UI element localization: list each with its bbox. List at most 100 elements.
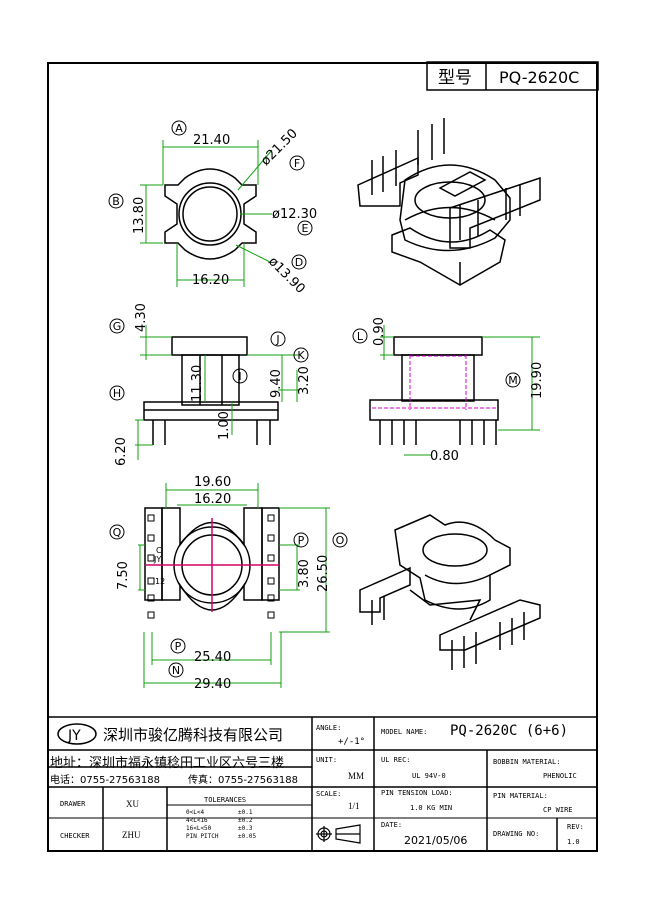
- model-name-label: MODEL NAME:: [381, 728, 428, 736]
- tol-val-3: ±0.05: [238, 833, 257, 840]
- unit-label: UNIT:: [316, 756, 338, 764]
- letter-n: N: [172, 664, 180, 677]
- drawer-label: DRAWER: [60, 800, 86, 808]
- checker-value: ZHU: [122, 830, 141, 840]
- letter-p: P: [298, 534, 305, 547]
- letter-b: B: [112, 195, 120, 208]
- dim-c: 16.20: [192, 273, 229, 288]
- letter-h: H: [113, 387, 121, 400]
- letter-e: E: [302, 222, 309, 235]
- dim-e: ø12.30: [272, 207, 317, 222]
- letter-j: J: [275, 333, 279, 346]
- iso-view-bottom: [359, 514, 541, 670]
- angle-label: ANGLE:: [316, 724, 342, 732]
- front-view-labels: 0.90 19.90 0.80: [372, 317, 545, 464]
- tol-val-0: ±0.1: [238, 809, 253, 816]
- dim-l: 0.90: [372, 317, 387, 346]
- model-name-value: PQ-2620C (6+6): [450, 723, 569, 739]
- dim-n: 29.40: [194, 677, 231, 692]
- drawing-no-label: DRAWING NO:: [493, 830, 540, 838]
- company-name: 深圳市骏亿腾科技有限公司: [103, 726, 284, 744]
- drawer-value: XU: [126, 799, 139, 809]
- tol-row-0: 0<L<4: [186, 809, 205, 816]
- dim-m: 19.90: [530, 362, 545, 399]
- rev-value: 1.0: [567, 838, 580, 846]
- header-box: 型号 PQ-2620C: [426, 61, 599, 91]
- top-view-letters: A B D E F: [108, 120, 313, 270]
- ul-label: UL REC:: [381, 756, 411, 764]
- letter-g: G: [113, 320, 122, 333]
- letter-o: O: [336, 534, 345, 547]
- tol-row-3: PIN PITCH: [186, 833, 219, 840]
- dim-bot: 1.00: [217, 411, 232, 440]
- letter-p-bottom: P: [175, 640, 182, 653]
- letter-k: K: [297, 349, 305, 362]
- dim-h: 6.20: [114, 437, 129, 466]
- dim-j: 9.40: [269, 369, 284, 398]
- bottom-view: [138, 483, 330, 688]
- scale-label: SCALE:: [316, 790, 342, 798]
- checker-label: CHECKER: [60, 832, 90, 840]
- letter-q: Q: [113, 526, 122, 539]
- top-view-labels: 21.40 13.80 16.20 ø12.30 ø21.50 ø13.90: [132, 126, 317, 296]
- dim-a: 21.40: [193, 133, 230, 148]
- header-type-label: 型号: [438, 68, 472, 88]
- front-view: [369, 325, 540, 456]
- iso-view-top: [357, 118, 541, 286]
- letter-l: L: [357, 330, 364, 343]
- bobbin-label: BOBBIN MATERIAL:: [493, 758, 561, 766]
- tol-row-1: 4<L<16: [186, 817, 208, 824]
- bobbin-value: PHENOLIC: [543, 772, 577, 780]
- titleblock-grid: [47, 716, 598, 852]
- bottom-view-labels: 19.60 16.20 7.50 3.80 26.50 25.40 29.40 …: [116, 475, 331, 692]
- letter-a: A: [175, 122, 183, 135]
- dim-top1: 19.60: [194, 475, 231, 490]
- side-view-labels: 4.30 11.30 9.40 3.20 6.20 1.00: [114, 303, 312, 466]
- dim-top2: 16.20: [194, 492, 231, 507]
- dim-p: 3.80: [297, 559, 312, 588]
- dim-i: 11.30: [190, 365, 205, 402]
- date-label: DATE:: [381, 821, 403, 829]
- pin-tension-value: 1.0 KG MIN: [410, 804, 453, 812]
- dim-k: 3.20: [297, 366, 312, 395]
- letter-f: F: [294, 157, 300, 170]
- letter-i: I: [238, 370, 241, 383]
- tol-val-2: ±0.3: [238, 825, 253, 832]
- tolerances-label: TOLERANCES: [204, 796, 247, 804]
- dim-g: 4.30: [134, 303, 149, 332]
- letter-m: M: [508, 374, 518, 387]
- dim-q: 7.50: [116, 561, 131, 590]
- drawing-frame: [47, 62, 598, 852]
- mark-jy: JY: [153, 555, 161, 564]
- logo-text: JY: [67, 728, 81, 744]
- pin-material-value: CP WIRE: [543, 806, 573, 814]
- mark-12: 12: [155, 577, 165, 586]
- tol-val-1: ±0.2: [238, 817, 253, 824]
- header-model: PQ-2620C: [499, 68, 579, 87]
- dim-b: 13.80: [132, 197, 147, 234]
- company-logo: JY: [57, 723, 97, 745]
- company-address: 地址：深圳市福永镇稔田工业区六号三楼: [50, 756, 285, 771]
- projection-symbol-icon: [316, 824, 361, 844]
- side-view-letters: G H I J K: [109, 318, 309, 401]
- company-fax: 传真：0755-27563188: [188, 775, 298, 786]
- dim-p2: 25.40: [194, 650, 231, 665]
- dim-o: 26.50: [316, 555, 331, 592]
- top-view: [140, 140, 273, 287]
- bottom-view-letters: Q P O P N: [109, 524, 348, 678]
- side-view: [135, 325, 300, 460]
- angle-value: +/-1°: [338, 737, 366, 747]
- letter-d: D: [295, 256, 303, 269]
- date-value: 2021/05/06: [404, 834, 468, 847]
- ul-value: UL 94V-0: [412, 772, 446, 780]
- front-view-letters: L M: [352, 328, 521, 388]
- dim-pin: 0.80: [430, 449, 459, 464]
- pin-tension-label: PIN TENSION LOAD:: [381, 789, 453, 797]
- rev-label: REV:: [567, 823, 584, 831]
- scale-value: 1/1: [348, 801, 360, 811]
- company-phone: 电话：0755-27563188: [50, 775, 160, 786]
- tol-row-2: 16<L<50: [186, 825, 212, 832]
- mark-c: C: [156, 546, 162, 555]
- pin-material-label: PIN MATERIAL:: [493, 792, 548, 800]
